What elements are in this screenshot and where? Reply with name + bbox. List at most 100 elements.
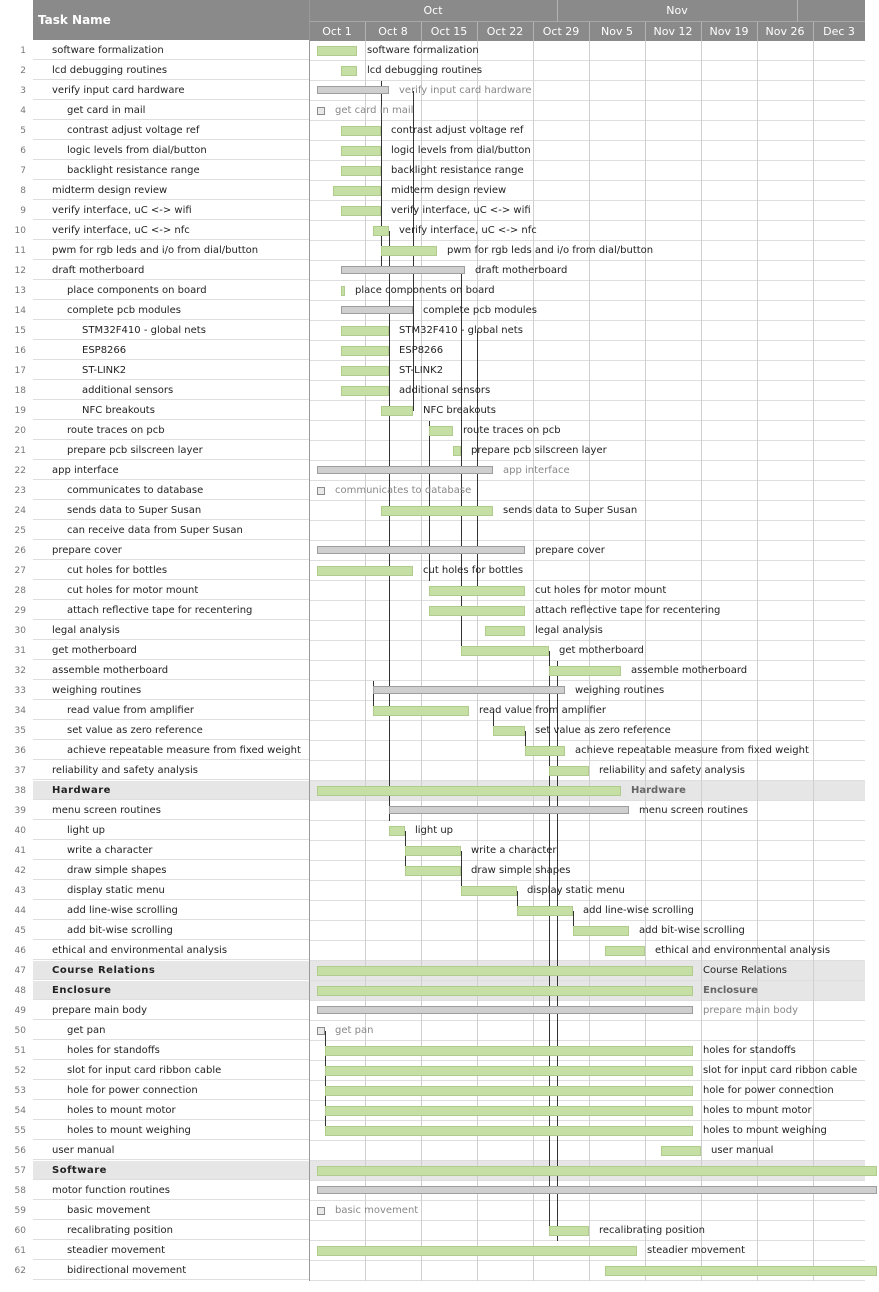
task-bar[interactable] <box>485 626 525 636</box>
task-name[interactable]: ethical and environmental analysis <box>33 941 309 960</box>
task-bar[interactable] <box>333 186 381 196</box>
task-bar[interactable] <box>341 146 381 156</box>
task-name[interactable]: get motherboard <box>33 641 309 660</box>
task-bar[interactable] <box>461 646 549 656</box>
task-bar[interactable] <box>317 1166 877 1176</box>
task-bar[interactable] <box>549 1226 589 1236</box>
task-name[interactable]: can receive data from Super Susan <box>33 521 309 540</box>
task-bar[interactable] <box>605 946 645 956</box>
task-name[interactable]: software formalization <box>33 41 309 60</box>
task-bar[interactable] <box>405 866 461 876</box>
task-name[interactable]: STM32F410 - global nets <box>33 321 309 340</box>
task-name[interactable]: pwm for rgb leds and i/o from dial/butto… <box>33 241 309 260</box>
task-bar[interactable] <box>325 1066 693 1076</box>
task-name[interactable]: verify interface, uC <-> wifi <box>33 201 309 220</box>
task-name[interactable]: read value from amplifier <box>33 701 309 720</box>
task-bar[interactable] <box>661 1146 701 1156</box>
task-name[interactable]: cut holes for motor mount <box>33 581 309 600</box>
task-name[interactable]: attach reflective tape for recentering <box>33 601 309 620</box>
task-bar[interactable] <box>549 666 621 676</box>
task-name[interactable]: get card in mail <box>33 101 309 120</box>
task-bar[interactable] <box>517 906 573 916</box>
task-name[interactable]: write a character <box>33 841 309 860</box>
milestone-marker[interactable] <box>317 1207 325 1215</box>
task-name[interactable]: ST-LINK2 <box>33 361 309 380</box>
task-bar[interactable] <box>461 886 517 896</box>
summary-bar[interactable] <box>317 1186 877 1194</box>
task-name[interactable]: place components on board <box>33 281 309 300</box>
task-name[interactable]: get pan <box>33 1021 309 1040</box>
task-name[interactable]: sends data to Super Susan <box>33 501 309 520</box>
task-name-header[interactable]: Task Name <box>33 0 309 40</box>
task-bar[interactable] <box>341 286 345 296</box>
task-name[interactable]: menu screen routines <box>33 801 309 820</box>
task-name[interactable]: achieve repeatable measure from fixed we… <box>33 741 309 760</box>
task-bar[interactable] <box>373 226 389 236</box>
task-name[interactable]: complete pcb modules <box>33 301 309 320</box>
task-bar[interactable] <box>429 586 525 596</box>
task-bar[interactable] <box>317 566 413 576</box>
task-bar[interactable] <box>493 726 525 736</box>
task-name[interactable]: contrast adjust voltage ref <box>33 121 309 140</box>
task-name[interactable]: hole for power connection <box>33 1081 309 1100</box>
task-name[interactable]: ESP8266 <box>33 341 309 360</box>
task-bar[interactable] <box>317 1246 637 1256</box>
task-name[interactable]: slot for input card ribbon cable <box>33 1061 309 1080</box>
task-bar[interactable] <box>341 366 389 376</box>
milestone-marker[interactable] <box>317 487 325 495</box>
task-name[interactable]: weighing routines <box>33 681 309 700</box>
task-name[interactable]: prepare pcb silscreen layer <box>33 441 309 460</box>
task-bar[interactable] <box>341 66 357 76</box>
task-name[interactable]: Course Relations <box>33 961 309 980</box>
task-bar[interactable] <box>549 766 589 776</box>
task-name[interactable]: NFC breakouts <box>33 401 309 420</box>
task-name[interactable]: basic movement <box>33 1201 309 1220</box>
task-bar[interactable] <box>525 746 565 756</box>
task-bar[interactable] <box>325 1046 693 1056</box>
task-bar[interactable] <box>317 966 693 976</box>
summary-bar[interactable] <box>389 806 629 814</box>
task-name[interactable]: bidirectional movement <box>33 1261 309 1280</box>
task-name[interactable]: legal analysis <box>33 621 309 640</box>
summary-bar[interactable] <box>317 466 493 474</box>
task-bar[interactable] <box>341 346 389 356</box>
summary-bar[interactable] <box>341 266 465 274</box>
task-bar[interactable] <box>325 1126 693 1136</box>
task-name[interactable]: backlight resistance range <box>33 161 309 180</box>
task-bar[interactable] <box>429 426 453 436</box>
task-bar[interactable] <box>381 246 437 256</box>
